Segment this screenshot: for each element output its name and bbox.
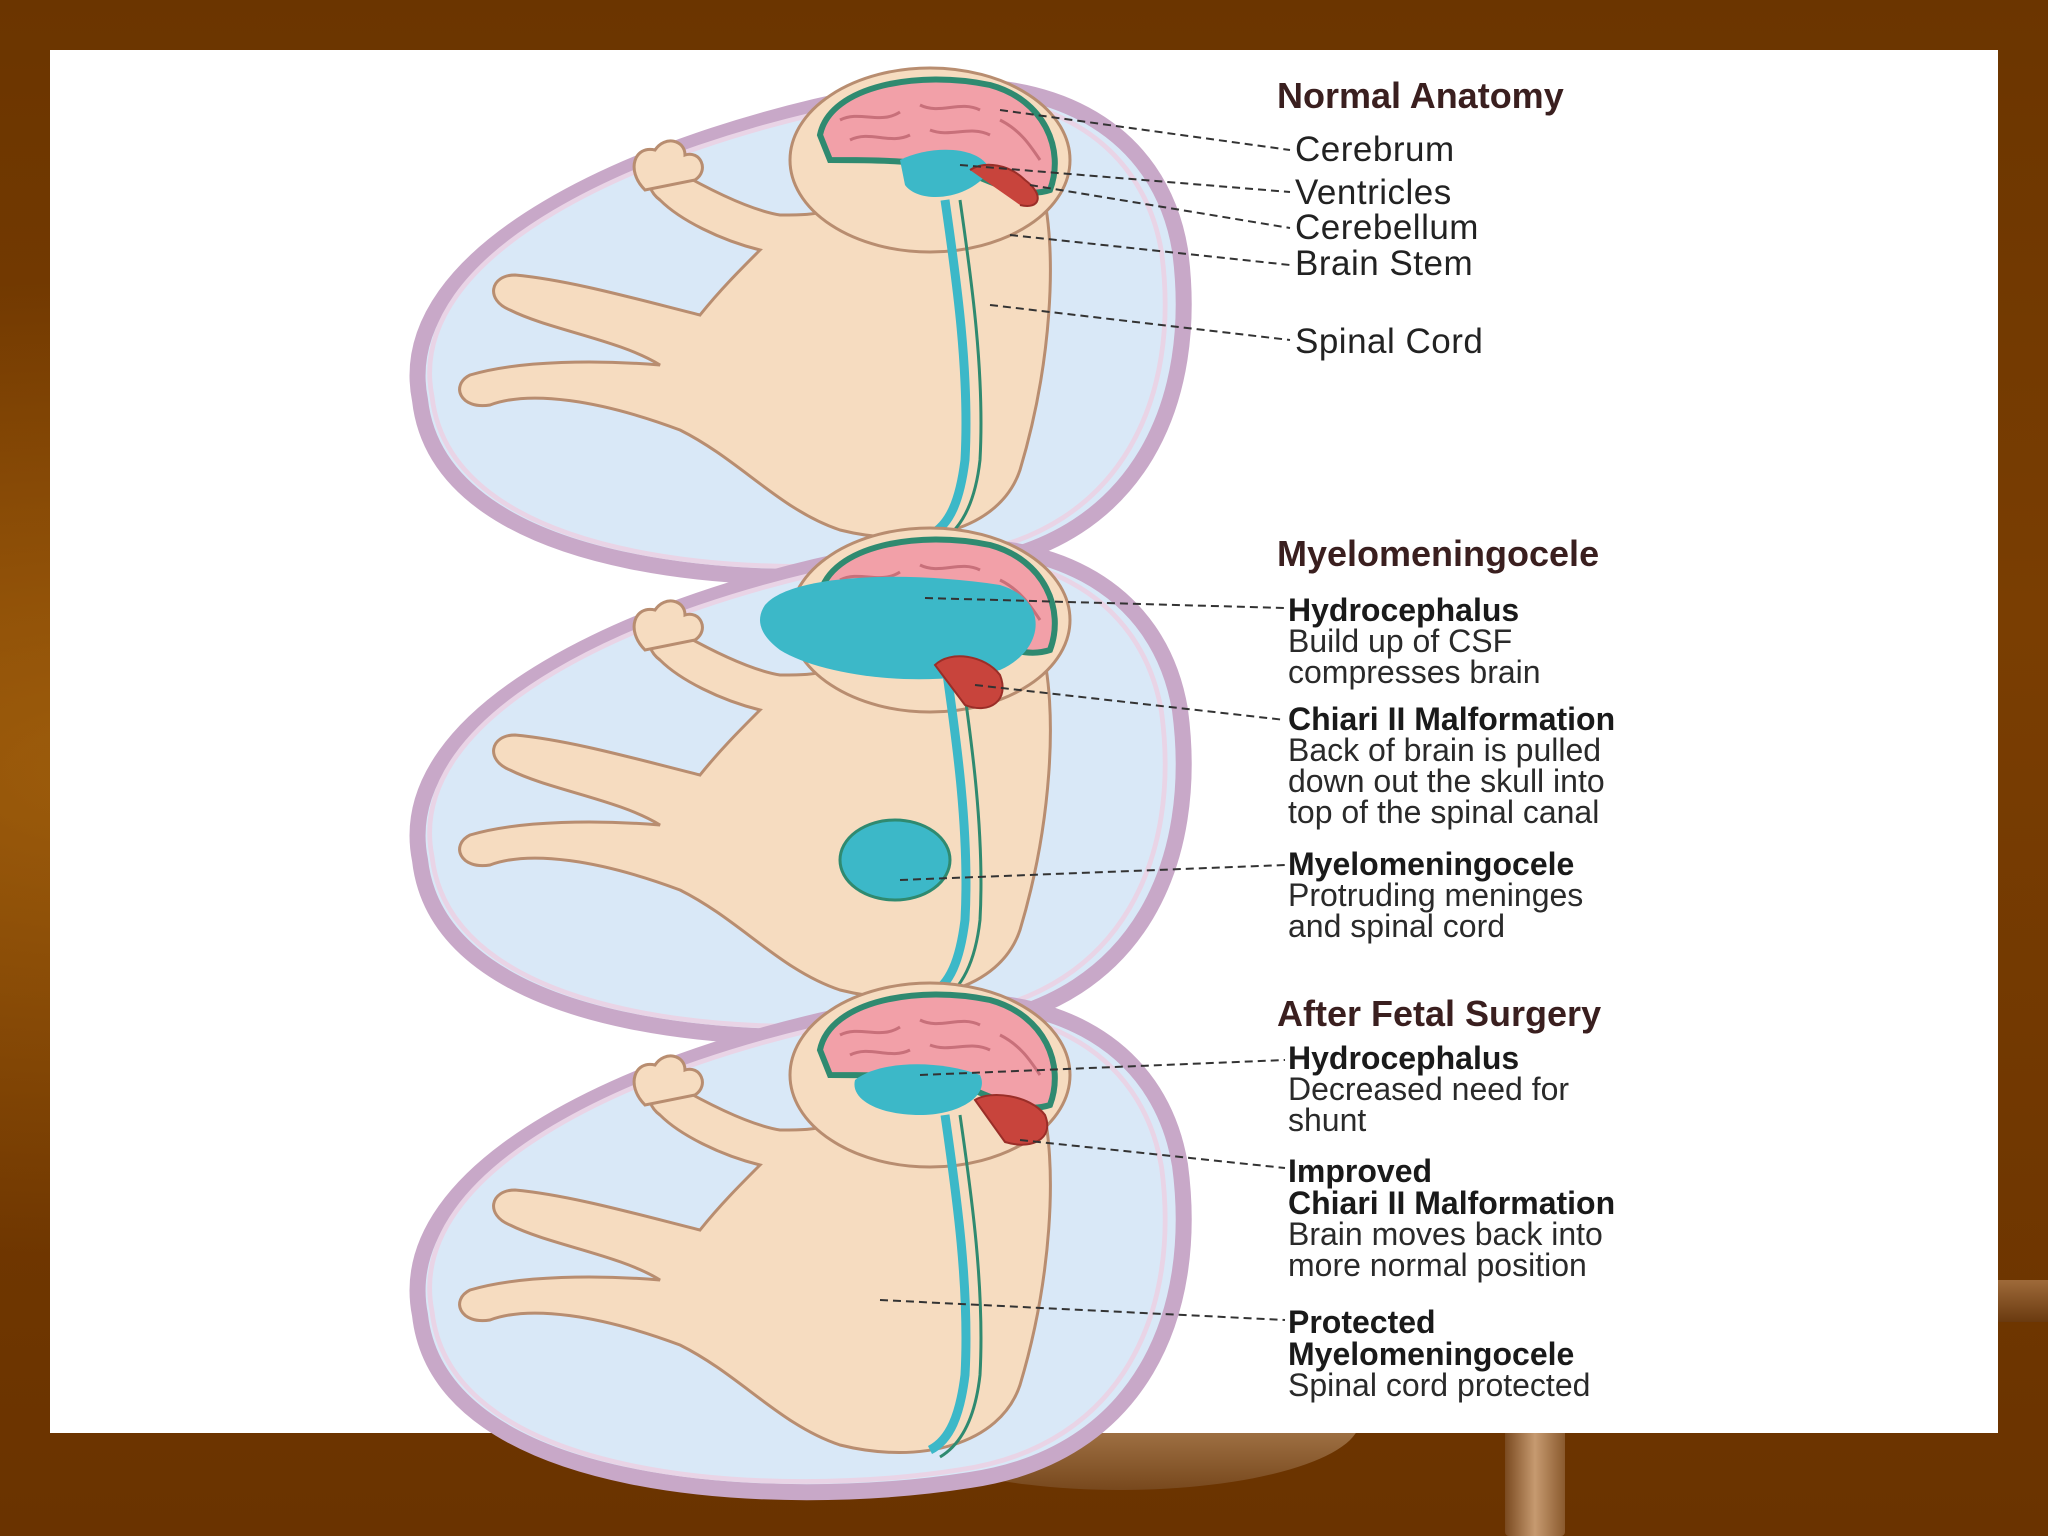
label-cerebellum: Cerebellum: [1295, 208, 1479, 247]
label-ventricles: Ventricles: [1295, 173, 1452, 212]
section-title-after-fetal-surgery: After Fetal Surgery: [1277, 993, 1602, 1034]
item-heading: Chiari II Malformation: [1288, 701, 1616, 737]
item-line: Protruding meninges: [1288, 877, 1584, 913]
leader-lines: [879, 109, 1291, 1321]
fetus-myelomeningocele-illustration: [418, 528, 1184, 1037]
item-hydrocephalus-after: Hydrocephalus Decreased need for shunt: [1288, 1042, 1569, 1136]
item-line: compresses brain: [1288, 654, 1541, 690]
fetus-normal-illustration: [418, 68, 1184, 577]
item-line: Brain moves back into: [1288, 1216, 1603, 1252]
item-improved-chiari: Improved Chiari II Malformation Brain mo…: [1288, 1155, 1615, 1281]
item-protected-myelomeningocele: Protected Myelomeningocele Spinal cord p…: [1288, 1306, 1590, 1401]
item-heading: Myelomeningocele: [1288, 846, 1575, 882]
section-title-normal-anatomy: Normal Anatomy: [1277, 75, 1564, 116]
item-line: down out the skull into: [1288, 763, 1605, 799]
item-heading-2: Chiari II Malformation: [1288, 1185, 1616, 1221]
item-line: top of the spinal canal: [1288, 794, 1600, 830]
item-line: shunt: [1288, 1102, 1367, 1138]
item-line: and spinal cord: [1288, 908, 1506, 944]
item-heading: Protected: [1288, 1304, 1436, 1340]
item-chiari-ii-malformation: Chiari II Malformation Back of brain is …: [1288, 703, 1615, 828]
item-heading: Improved: [1288, 1153, 1433, 1189]
item-heading: Hydrocephalus: [1288, 1040, 1520, 1076]
fetus-after-surgery-illustration: [418, 983, 1184, 1492]
section-title-myelomeningocele: Myelomeningocele: [1277, 533, 1600, 574]
item-line: more normal position: [1288, 1247, 1587, 1283]
label-brain-stem: Brain Stem: [1295, 244, 1474, 283]
item-line: Spinal cord protected: [1288, 1367, 1591, 1403]
item-myelomeningocele: Myelomeningocele Protruding meninges and…: [1288, 848, 1583, 942]
item-line: Decreased need for: [1288, 1071, 1570, 1107]
item-line: Back of brain is pulled: [1288, 732, 1602, 768]
label-spinal-cord: Spinal Cord: [1295, 322, 1484, 361]
label-cerebrum: Cerebrum: [1295, 130, 1455, 169]
item-line: Build up of CSF: [1288, 623, 1513, 659]
item-heading: Hydrocephalus: [1288, 592, 1520, 628]
item-heading-2: Myelomeningocele: [1288, 1336, 1575, 1372]
item-hydrocephalus: Hydrocephalus Build up of CSF compresses…: [1288, 594, 1541, 688]
